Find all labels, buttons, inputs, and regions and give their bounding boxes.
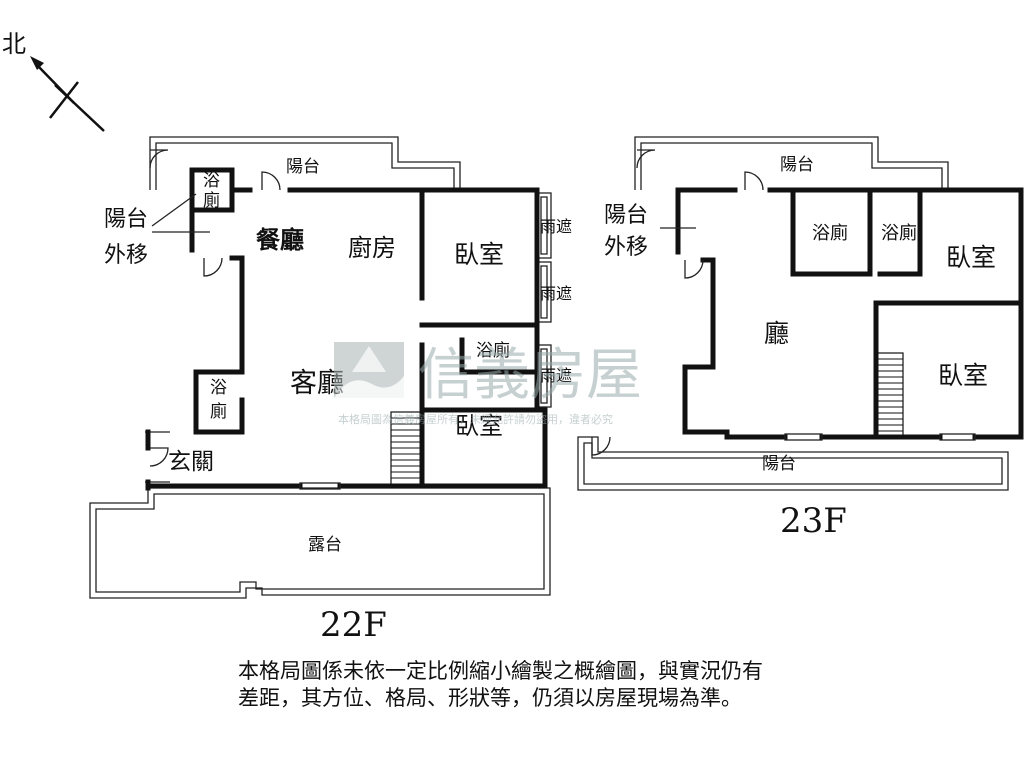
room-balcony-top-23f: 陽台 bbox=[780, 155, 814, 175]
compass: 北 bbox=[2, 30, 105, 132]
rain-cover-2: 雨遮 bbox=[540, 284, 572, 303]
floor-23-walls bbox=[675, 187, 1024, 440]
room-balcony-moved-22f: 陽台外移 bbox=[104, 207, 148, 268]
room-bedroom2-23f: 臥室 bbox=[938, 361, 988, 390]
room-bath-mid-22f: 浴廁 bbox=[476, 340, 510, 361]
room-balcony-22f: 陽台 bbox=[286, 157, 320, 177]
watermark-logo bbox=[334, 342, 404, 398]
floor-caption-23f: 23F bbox=[780, 501, 847, 541]
north-arrow-icon bbox=[30, 56, 44, 70]
room-hall-23f: 廳 bbox=[764, 319, 789, 348]
north-label: 北 bbox=[2, 30, 26, 58]
watermark-notice: 本格局圖為信義房屋所有，未經允許請勿盜用，違者必究 bbox=[338, 412, 613, 426]
floor-22-walls bbox=[145, 167, 548, 491]
room-bedroom1-22f: 臥室 bbox=[454, 240, 504, 269]
room-bath-left-22f: 浴廁 bbox=[210, 378, 227, 422]
floor-caption-22f: 22F bbox=[320, 605, 387, 645]
rain-cover-1: 雨遮 bbox=[540, 217, 572, 236]
floor-22-outlines bbox=[89, 136, 552, 599]
floor-23-doors bbox=[591, 149, 976, 456]
room-bath-top-22f: 浴廁 bbox=[203, 171, 220, 211]
room-dining-22f: 餐廳 bbox=[256, 225, 304, 254]
leader-line bbox=[151, 193, 197, 227]
room-bath2-23f: 浴廁 bbox=[881, 222, 917, 244]
room-bath1-23f: 浴廁 bbox=[812, 222, 848, 244]
rain-cover-3: 雨遮 bbox=[540, 366, 572, 385]
disclaimer-text: 本格局圖係未依一定比例縮小繪製之概繪圖，與實況仍有差距，其方位、格局、形狀等，仍… bbox=[238, 659, 763, 710]
room-bedroom2-22f: 臥室 bbox=[455, 412, 503, 440]
room-terrace-22f: 露台 bbox=[308, 535, 342, 555]
room-bedroom1-23f: 臥室 bbox=[946, 243, 996, 272]
room-balcony-moved-23f: 陽台外移 bbox=[604, 203, 648, 260]
floor-22-stairs bbox=[390, 411, 423, 487]
room-entrance-22f: 玄關 bbox=[168, 449, 214, 475]
floor-23-stairs bbox=[876, 352, 904, 438]
room-balcony-bottom-23f: 陽台 bbox=[762, 454, 796, 474]
room-kitchen-22f: 廚房 bbox=[348, 234, 396, 262]
watermark-brand: 信義房屋 bbox=[418, 343, 642, 408]
watermark: 信義房屋 本格局圖為信義房屋所有，未經允許請勿盜用，違者必究 bbox=[334, 342, 642, 426]
floor-22-doors bbox=[149, 149, 341, 490]
floor-23-labels: 陽台 陽台外移 浴廁 浴廁 臥室 廳 臥室 陽台 23F bbox=[604, 155, 996, 541]
